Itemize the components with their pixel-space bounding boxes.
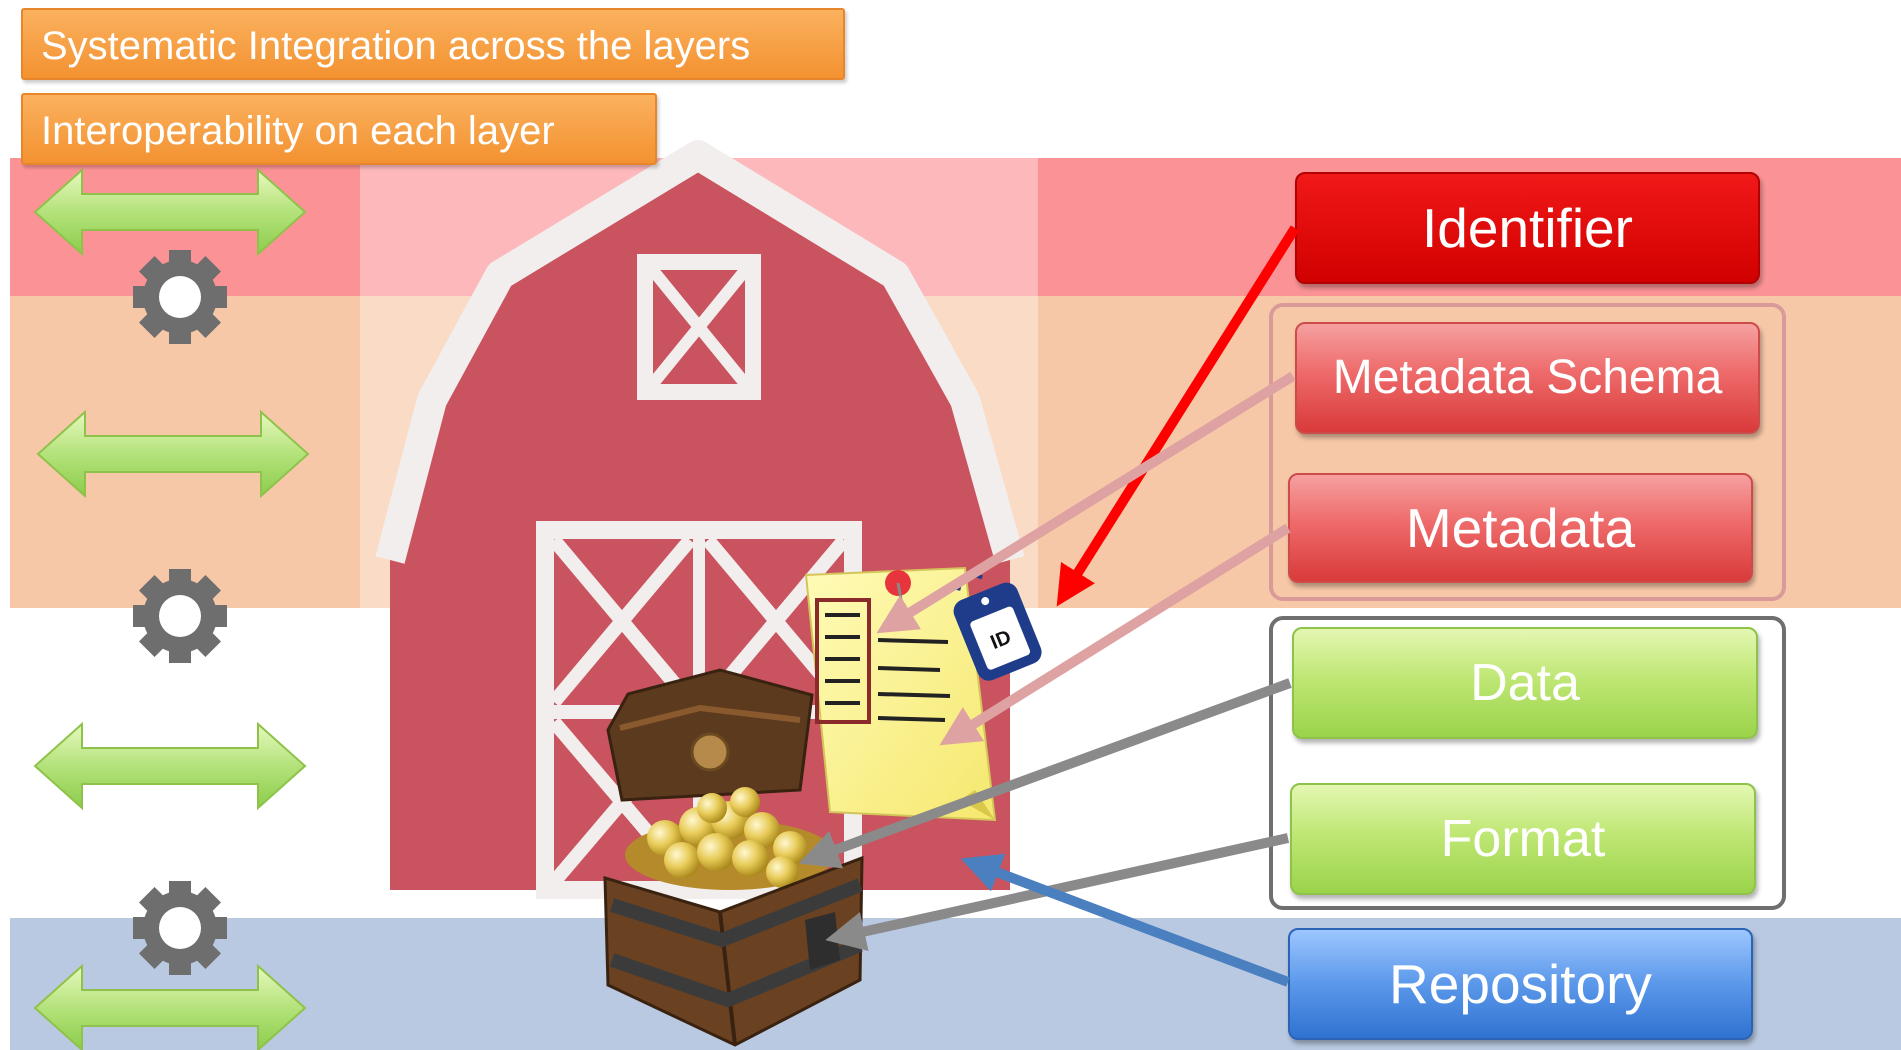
identifier-box: Identifier: [1295, 172, 1760, 284]
data-box: Data: [1292, 627, 1758, 739]
interoperability-arrow-icon: [38, 412, 308, 496]
interoperability-label: Interoperability on each layer: [21, 93, 657, 165]
interoperability-arrow-icon: [35, 724, 305, 808]
repository-box: Repository: [1288, 928, 1753, 1040]
gear-icon: [133, 250, 227, 344]
format-box: Format: [1290, 783, 1756, 895]
systematic-integration-label: Systematic Integration across the layers: [21, 8, 845, 80]
metadata-schema-box: Metadata Schema: [1295, 322, 1760, 434]
interoperability-arrow-icon: [35, 966, 305, 1050]
gear-icon: [133, 569, 227, 663]
interoperability-arrow-icon: [35, 170, 305, 254]
gear-icon: [133, 881, 227, 975]
metadata-box: Metadata: [1288, 473, 1753, 583]
